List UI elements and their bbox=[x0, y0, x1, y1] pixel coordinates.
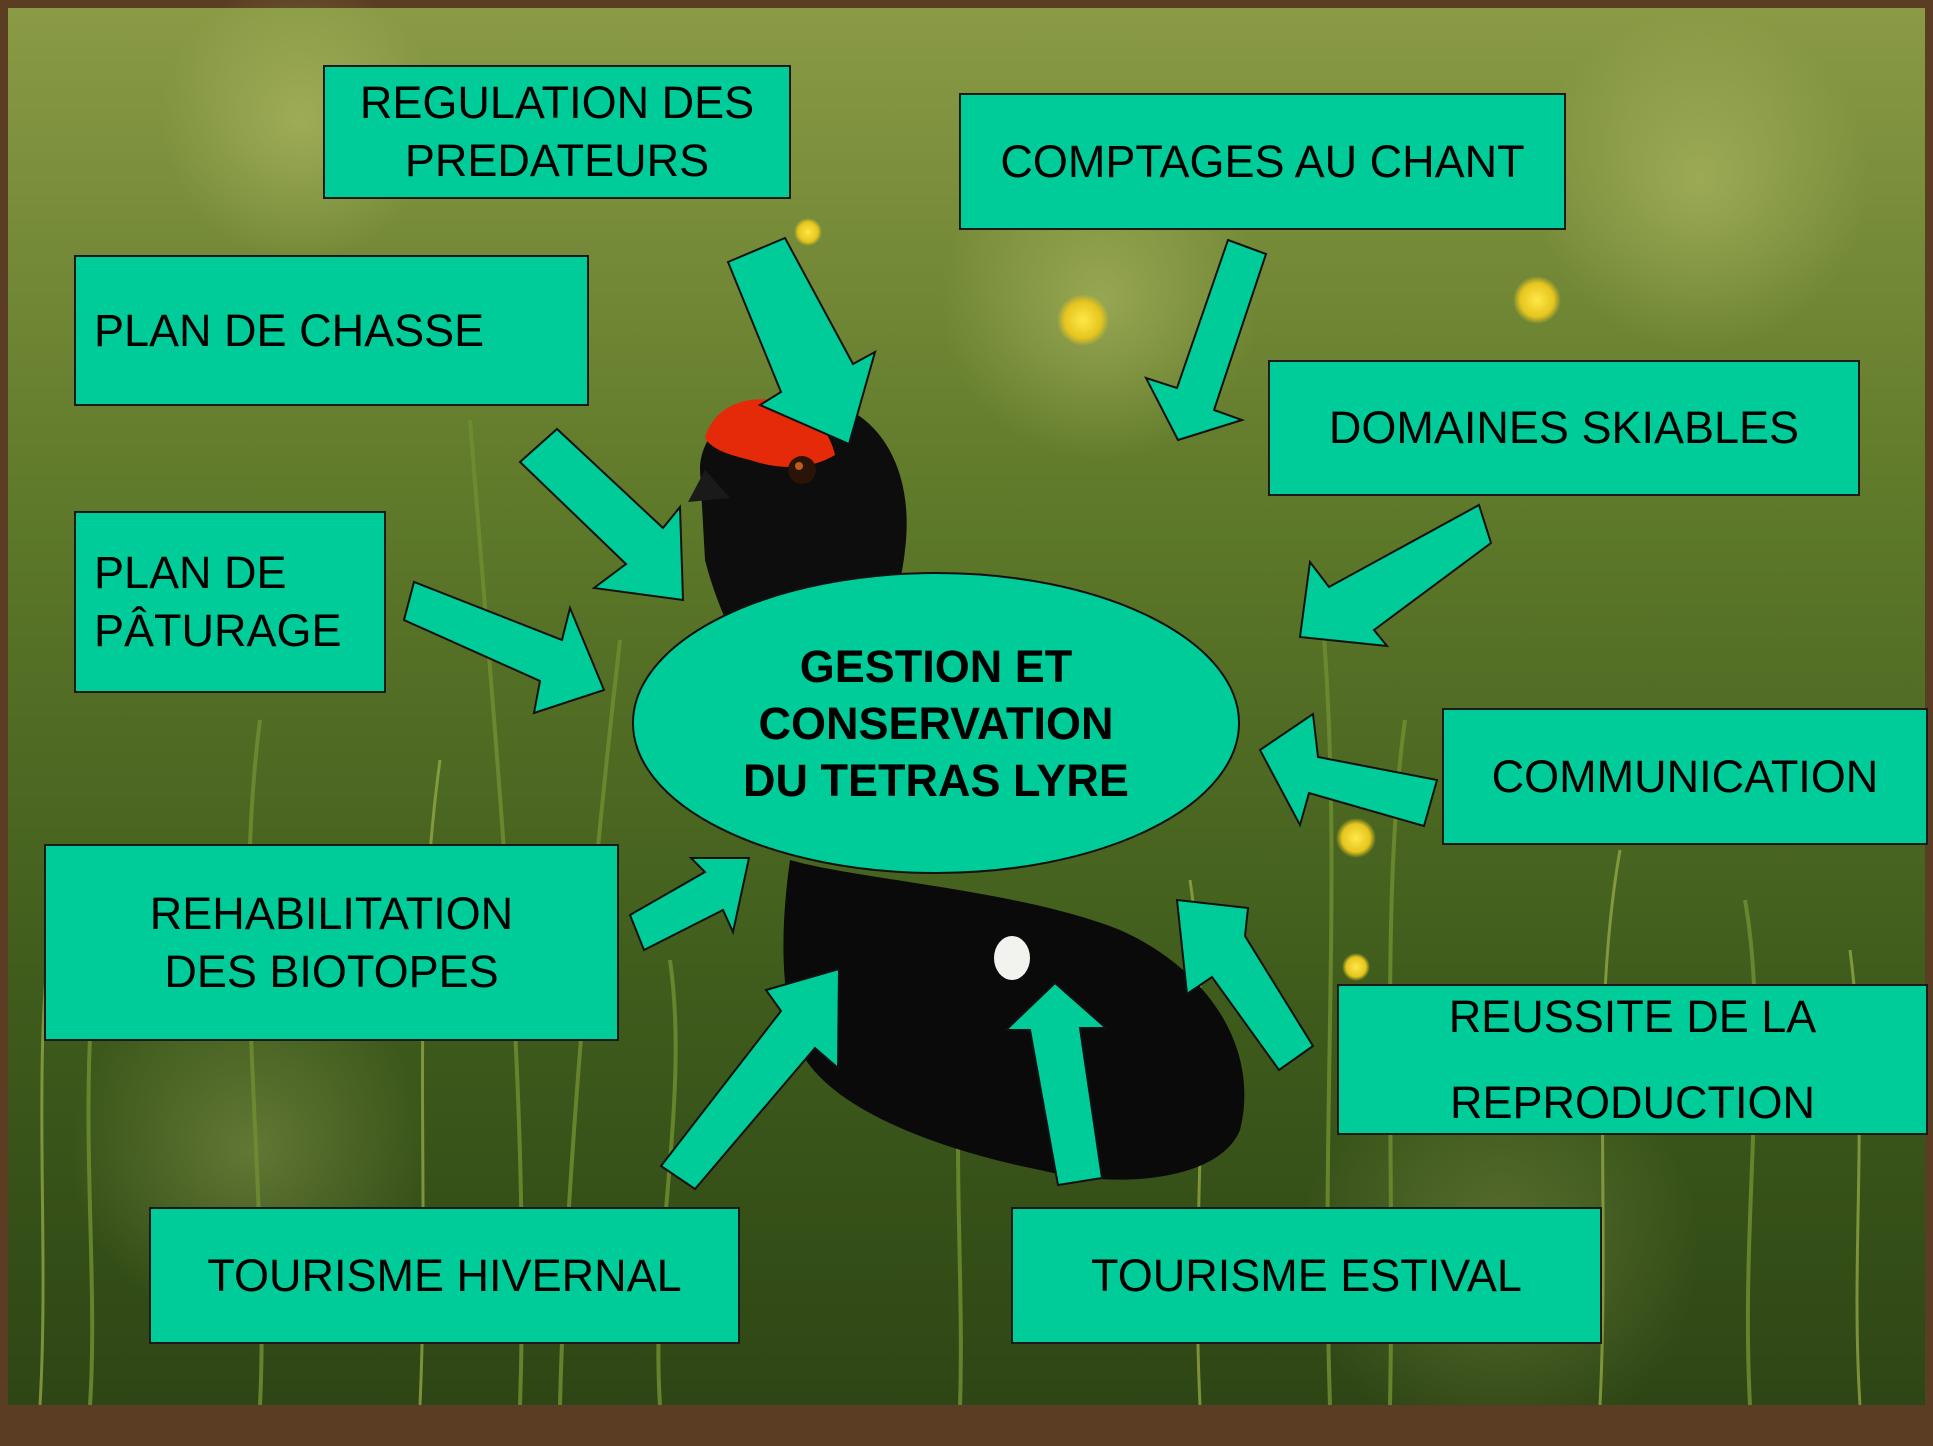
box-line: PLAN DE CHASSE bbox=[94, 304, 485, 356]
arrow-reussite bbox=[1175, 898, 1315, 1072]
box-tourisme-estival: TOURISME ESTIVAL bbox=[1011, 1207, 1602, 1344]
box-line: DES BIOTOPES bbox=[164, 945, 499, 997]
box-communication: COMMUNICATION bbox=[1442, 708, 1928, 845]
box-line: COMMUNICATION bbox=[1491, 750, 1879, 802]
box-plan-paturage: PLAN DE PÂTURAGE bbox=[74, 511, 386, 693]
hub-ellipse bbox=[632, 572, 1240, 874]
box-line: TOURISME HIVERNAL bbox=[207, 1249, 682, 1301]
box-line: PREDATEURS bbox=[404, 135, 710, 186]
hub-line-1: GESTION ET bbox=[799, 640, 1073, 692]
hub-line-2: CONSERVATION bbox=[758, 697, 1114, 749]
box-line: REHABILITATION bbox=[149, 887, 514, 939]
box-reussite-reproduction: REUSSITE DE LA REPRODUCTION bbox=[1337, 984, 1928, 1135]
arrow-communication bbox=[1258, 712, 1439, 828]
box-domaines-skiables: DOMAINES SKIABLES bbox=[1268, 360, 1860, 496]
arrow-rehabilitation bbox=[628, 857, 751, 952]
arrow-plan-chasse bbox=[518, 427, 685, 602]
box-line: PÂTURAGE bbox=[94, 605, 342, 656]
box-regulation-predateurs: REGULATION DES PREDATEURS bbox=[323, 65, 791, 199]
arrow-paturage bbox=[402, 580, 606, 715]
box-line: TOURISME ESTIVAL bbox=[1091, 1249, 1522, 1301]
box-comptages-chant: COMPTAGES AU CHANT bbox=[959, 93, 1566, 230]
arrow-tourisme-hivernal bbox=[659, 967, 841, 1191]
hub-line-3: DU TETRAS LYRE bbox=[743, 755, 1129, 807]
box-tourisme-hivernal: TOURISME HIVERNAL bbox=[149, 1207, 740, 1344]
box-line: REPRODUCTION bbox=[1449, 1076, 1815, 1128]
arrow-domaines bbox=[1298, 503, 1493, 648]
box-line: PLAN DE bbox=[94, 547, 287, 599]
box-line: DOMAINES SKIABLES bbox=[1328, 402, 1800, 454]
box-plan-chasse: PLAN DE CHASSE bbox=[74, 255, 589, 406]
hub-label: GESTION ET CONSERVATION DU TETRAS LYRE bbox=[633, 573, 1239, 874]
box-line: REGULATION DES bbox=[359, 77, 755, 129]
arrow-comptages bbox=[1143, 238, 1268, 442]
box-rehabilitation-biotopes: REHABILITATION DES BIOTOPES bbox=[44, 844, 619, 1041]
box-line: REUSSITE DE LA bbox=[1448, 991, 1817, 1042]
arrow-tourisme-estival bbox=[1003, 981, 1109, 1187]
box-line: COMPTAGES AU CHANT bbox=[1000, 135, 1525, 187]
arrow-regulation bbox=[726, 236, 877, 446]
